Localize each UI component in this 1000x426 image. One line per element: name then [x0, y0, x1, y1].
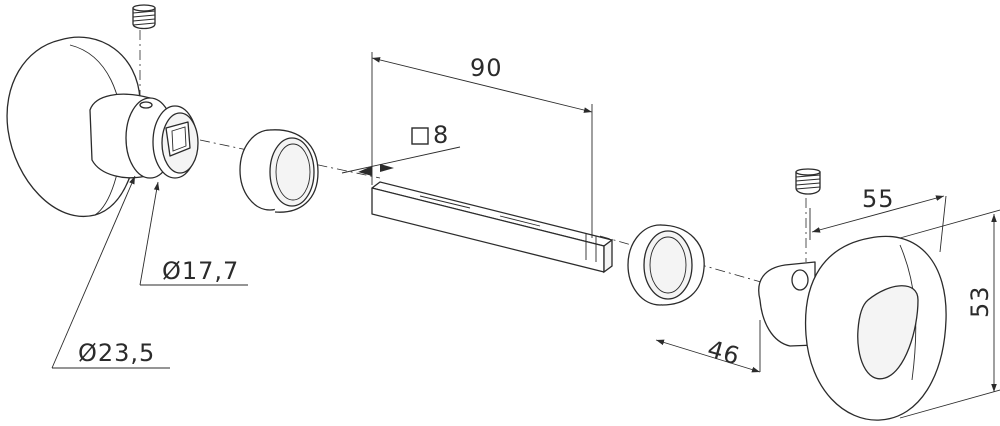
right-knob [758, 235, 947, 421]
dimension-spindle-square-label: 8 [433, 121, 449, 149]
left-bushing [239, 129, 319, 213]
dimension-d-large: Ø23,5 [51, 175, 170, 369]
dimension-knob-height-label: 53 [966, 285, 994, 318]
left-set-screw [132, 4, 156, 30]
right-bushing [627, 224, 705, 306]
dimension-d-large-label: Ø23,5 [78, 339, 155, 367]
square-spindle [371, 181, 613, 274]
square-symbol-icon [411, 127, 429, 145]
dimension-rosette-depth: 55 [809, 185, 947, 253]
left-knob [6, 36, 199, 218]
dimension-spindle-square: 8 [341, 121, 461, 176]
dimension-d-small-label: Ø17,7 [162, 257, 239, 285]
dimension-spindle-length-label: 90 [470, 54, 503, 82]
dimension-d-small: Ø17,7 [139, 181, 248, 286]
dimension-rosette-depth-label: 55 [862, 185, 895, 213]
dimension-knob-depth: 46 [655, 320, 761, 373]
dimension-spindle-length: 90 [371, 52, 593, 238]
dimension-knob-height: 53 [899, 209, 1000, 419]
right-set-screw [795, 168, 821, 195]
